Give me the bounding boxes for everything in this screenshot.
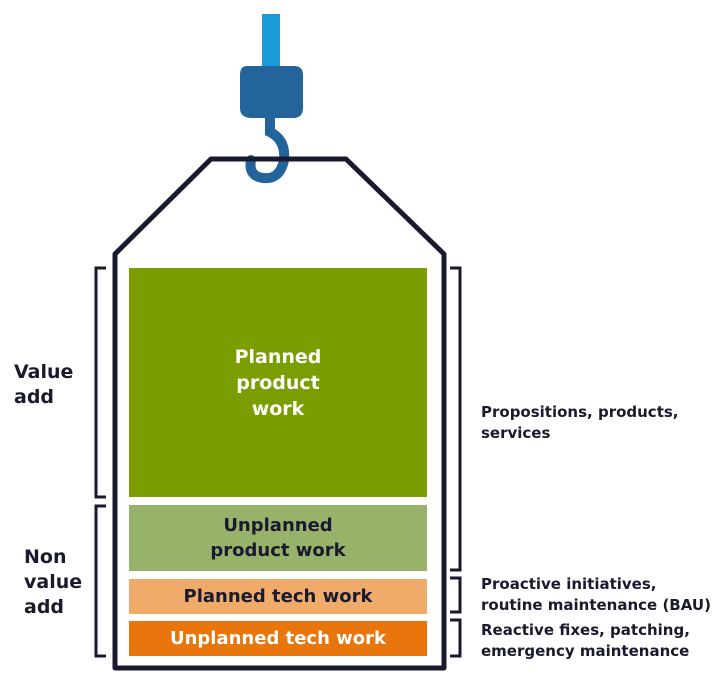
unplanned-tech-description: Reactive fixes, patching, emergency main… bbox=[481, 621, 690, 660]
value-add-label: Value add bbox=[14, 361, 74, 408]
tag-outline bbox=[112, 156, 447, 671]
planned-tech-description: Proactive initiatives, routine maintenan… bbox=[481, 575, 711, 614]
unplanned-tech-work-block: Unplanned tech work bbox=[129, 621, 427, 656]
hook-block-icon bbox=[240, 66, 303, 118]
planned-product-work-block: Planned product work bbox=[129, 268, 427, 497]
planned-tech-work-block: Planned tech work bbox=[129, 579, 427, 614]
products-description: Propositions, products, services bbox=[481, 403, 679, 442]
products-bracket bbox=[450, 266, 462, 572]
unplanned-product-work-label: Unplanned product work bbox=[210, 515, 346, 561]
planned-tech-bracket bbox=[450, 576, 462, 614]
planned-product-work-label: Planned product work bbox=[234, 345, 322, 420]
unplanned-product-work-block: Unplanned product work bbox=[129, 505, 427, 571]
unplanned-tech-work-label: Unplanned tech work bbox=[169, 628, 387, 649]
non-value-add-bracket bbox=[94, 504, 106, 658]
non-value-add-label: Non value add bbox=[24, 546, 83, 618]
value-add-bracket bbox=[94, 266, 106, 499]
unplanned-tech-bracket bbox=[450, 618, 462, 658]
hook-icon bbox=[245, 113, 290, 184]
planned-tech-work-label: Planned tech work bbox=[183, 586, 373, 607]
rope bbox=[262, 14, 280, 72]
